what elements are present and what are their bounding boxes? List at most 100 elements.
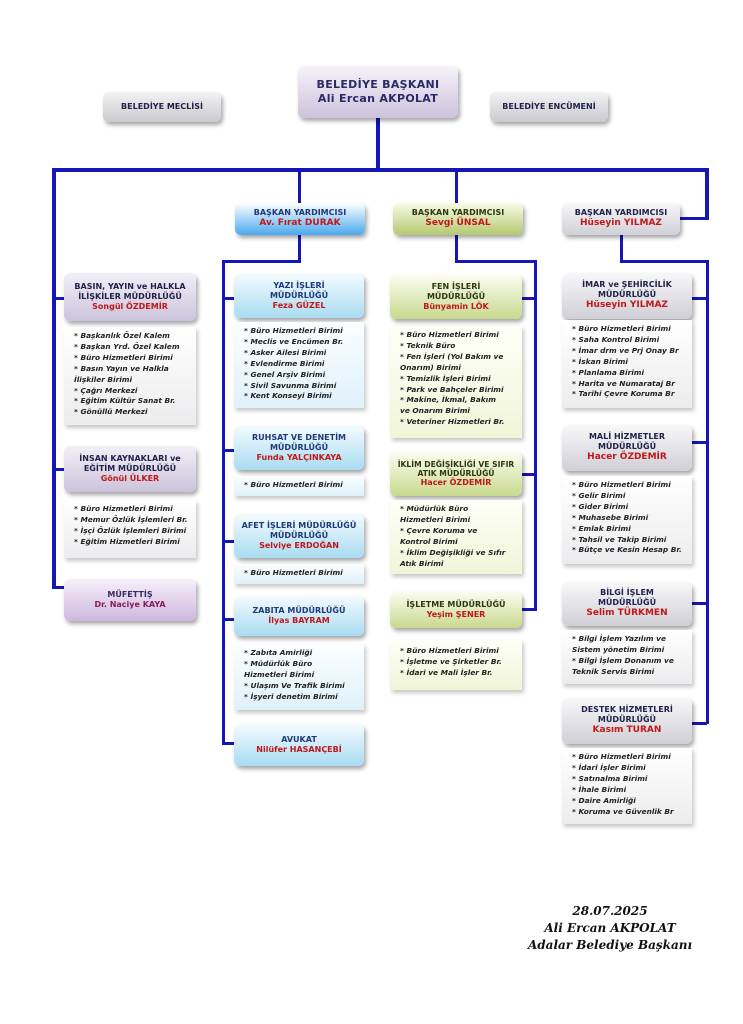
insan-units-list: * Büro Hizmetleri Birimi * Memur Özlük İ…: [64, 500, 196, 558]
unit-item: * Genel Arşiv Birimi: [244, 369, 326, 379]
unit-item: * Büro Hizmetleri Birimi: [572, 324, 671, 333]
signature-name: Ali Ercan AKPOLAT: [544, 921, 676, 935]
ruhsat-units-list: * Büro Hizmetleri Birimi: [234, 476, 364, 496]
connector-line: [522, 608, 537, 611]
signature-block: 28.07.2025 Ali Ercan AKPOLAT Adalar Bele…: [510, 903, 710, 954]
imar-department-box: İMAR ve ŞEHİRCİLİK MÜDÜRLÜĞÜ Hüseyin YIL…: [562, 273, 692, 319]
unit-item: * Saha Kontrol Birimi: [572, 334, 660, 344]
unit-item: * Evlendirme Birimi: [244, 358, 325, 368]
unit-item: * Satınalma Birimi: [572, 773, 648, 783]
unit-item: * Gönüllü Merkezi: [74, 407, 148, 417]
department-title: YAZI İŞLERİ MÜDÜRLÜĞÜ: [269, 281, 329, 300]
basin-units-list: * Başkanlık Özel Kalem * Başkan Yrd. Öze…: [64, 327, 196, 425]
unit-item: * Bilgi İşlem Yazılım ve Sistem yönetim …: [572, 634, 666, 654]
department-title: BASIN, YAYIN ve HALKLA İLİŞKİLER MÜDÜRLÜ…: [74, 282, 186, 301]
unit-item: * İhale Birimi: [572, 784, 627, 794]
unit-item: * Asker Ailesi Birimi: [244, 347, 327, 357]
unit-item: * İklim Değişikliği ve Sıfır Atık Birimi: [400, 547, 506, 568]
deputy-name: Sevgi ÜNSAL: [425, 218, 491, 229]
connector-line: [222, 449, 236, 452]
unit-item: * Gider Birimi: [572, 501, 629, 511]
deputy-name: Hüseyin YILMAZ: [580, 218, 662, 229]
unit-item: * İdari ve Mali İşler Br.: [400, 667, 493, 677]
unit-item: * Eğitim Kültür Sanat Br.: [74, 396, 176, 406]
department-title: BİLGİ İŞLEM MÜDÜRLÜĞÜ: [597, 588, 657, 608]
mayor-title: BELEDİYE BAŞKANI: [316, 78, 440, 92]
connector-line: [298, 168, 301, 204]
department-head: Kasım TURAN: [592, 725, 662, 736]
department-title: İŞLETME MÜDÜRLÜĞÜ: [406, 600, 506, 609]
department-head: İlyas BAYRAM: [268, 616, 330, 625]
unit-item: * Veteriner Hizmetleri Br.: [400, 417, 505, 427]
connector-line: [376, 118, 380, 170]
afet-department-box: AFET İŞLERİ MÜDÜRLÜĞÜ MÜDÜRLÜĞÜ Selviye …: [234, 514, 364, 558]
connector-line: [222, 618, 236, 621]
council-label: BELEDİYE MECLİSİ: [121, 102, 203, 111]
connector-line: [620, 234, 623, 262]
mali-units-list: * Büro Hizmetleri Birimi * Gelir Birimi …: [562, 476, 692, 564]
department-head: Funda YALÇINKAYA: [256, 453, 342, 462]
mayor-name: Ali Ercan AKPOLAT: [317, 92, 439, 105]
department-head: Hacer ÖZDEMİR: [420, 478, 492, 488]
ruhsat-department-box: RUHSAT VE DENETİM MÜDÜRLÜĞÜ Funda YALÇIN…: [234, 426, 364, 470]
deputy-box-1: BAŞKAN YARDIMCISI Av. Fırat DURAK: [235, 203, 365, 235]
mayor-box: BELEDİYE BAŞKANI Ali Ercan AKPOLAT: [298, 66, 458, 118]
connector-line: [222, 260, 301, 263]
unit-item: * Tarihi Çevre Koruma Br: [572, 389, 675, 399]
department-title: DESTEK HİZMETLERİ MÜDÜRLÜĞÜ: [581, 705, 673, 725]
unit-item: * Basın Yayın ve Halkla İlişkiler Birimi: [74, 363, 169, 384]
unit-item: * Eğitim Hizmetleri Birimi: [74, 536, 180, 546]
unit-item: * Muhasebe Birimi: [572, 512, 649, 522]
unit-item: * Büro Hizmetleri Birimi: [572, 752, 671, 761]
department-head: Yeşim ŞENER: [426, 610, 486, 619]
connector-line: [692, 441, 707, 444]
yazi-department-box: YAZI İŞLERİ MÜDÜRLÜĞÜ Feza GÜZEL: [234, 274, 364, 318]
unit-item: * İşçi Özlük İşlemleri Birimi: [74, 525, 187, 535]
committee-label: BELEDİYE ENCÜMENİ: [502, 102, 596, 111]
unit-item: * Müdürlük Büro Hizmetleri Birimi: [400, 504, 471, 524]
avukat-box: AVUKAT Nilüfer HASANÇEBİ: [234, 724, 364, 766]
connector-line: [706, 260, 709, 724]
mali-department-box: MALİ HİZMETLER MÜDÜRLÜĞÜ Hacer ÖZDEMİR: [562, 425, 692, 471]
unit-item: * Temizlik İşleri Birimi: [400, 373, 491, 383]
connector-line: [692, 297, 707, 300]
unit-item: * Emlak Birimi: [572, 523, 631, 533]
zabita-units-list: * Zabıta Amirliği * Müdürlük Büro Hizmet…: [234, 644, 364, 710]
connector-line: [52, 468, 66, 471]
mufettis-box: MÜFETTİŞ Dr. Naciye KAYA: [64, 579, 196, 621]
unit-item: * İskan Birimi: [572, 356, 628, 366]
unit-item: * Büro Hizmetleri Birimi: [244, 568, 343, 577]
unit-item: * Meclis ve Encümen Br.: [244, 336, 344, 346]
unit-item: * İşletme ve Şirketler Br.: [400, 656, 502, 666]
unit-item: * Tahsil ve Takip Birimi: [572, 534, 667, 544]
department-title: AFET İŞLERİ MÜDÜRLÜĞÜ MÜDÜRLÜĞÜ: [241, 521, 357, 540]
deputy-title: BAŞKAN YARDIMCISI: [411, 208, 505, 218]
department-head: Selviye ERDOĞAN: [259, 541, 339, 550]
basin-department-box: BASIN, YAYIN ve HALKLA İLİŞKİLER MÜDÜRLÜ…: [64, 273, 196, 321]
unit-item: * Bütçe ve Kesin Hesap Br.: [572, 545, 682, 555]
department-title: ZABITA MÜDÜRLÜĞÜ: [252, 606, 346, 615]
deputy-name: Av. Fırat DURAK: [259, 218, 341, 229]
unit-item: * Planlama Birimi: [572, 367, 644, 377]
bilgi-department-box: BİLGİ İŞLEM MÜDÜRLÜĞÜ Selim TÜRKMEN: [562, 582, 692, 626]
yazi-units-list: * Büro Hizmetleri Birimi * Meclis ve Enc…: [234, 322, 364, 408]
department-head: Hacer ÖZDEMİR: [587, 452, 667, 463]
unit-item: * Büro Hizmetleri Birimi: [74, 352, 173, 362]
unit-item: * Çevre Koruma ve Kontrol Birimi: [400, 525, 478, 546]
council-box: BELEDİYE MECLİSİ: [103, 92, 221, 122]
insan-department-box: İNSAN KAYNAKLARI ve EĞİTİM MÜDÜRLÜĞÜ Gön…: [64, 446, 196, 492]
unit-item: * İmar drm ve Prj Onay Br: [572, 345, 679, 355]
unit-item: * İşyeri denetim Birimi: [244, 691, 338, 701]
unit-item: * Ulaşım Ve Trafik Birimi: [244, 680, 345, 690]
connector-line: [692, 722, 707, 725]
unit-item: * Bilgi İşlem Donanım ve Teknik Servis B…: [572, 655, 674, 676]
department-title: İKLİM DEĞİŞİKLİĞİ VE SIFIR ATIK MÜDÜRLÜĞ…: [397, 459, 515, 478]
isletme-units-list: * Büro Hizmetleri Birimi * İşletme ve Şi…: [390, 640, 522, 690]
unit-item: * Zabıta Amirliği: [244, 648, 313, 657]
fen-units-list: * Büro Hizmetleri Birimi * Teknik Büro *…: [390, 326, 522, 438]
department-title: İMAR ve ŞEHİRCİLİK MÜDÜRLÜĞÜ: [582, 280, 672, 300]
department-title: AVUKAT: [281, 735, 317, 744]
committee-box: BELEDİYE ENCÜMENİ: [490, 92, 608, 122]
connector-line: [222, 260, 225, 744]
unit-item: * İdari İşler Birimi: [572, 762, 646, 772]
